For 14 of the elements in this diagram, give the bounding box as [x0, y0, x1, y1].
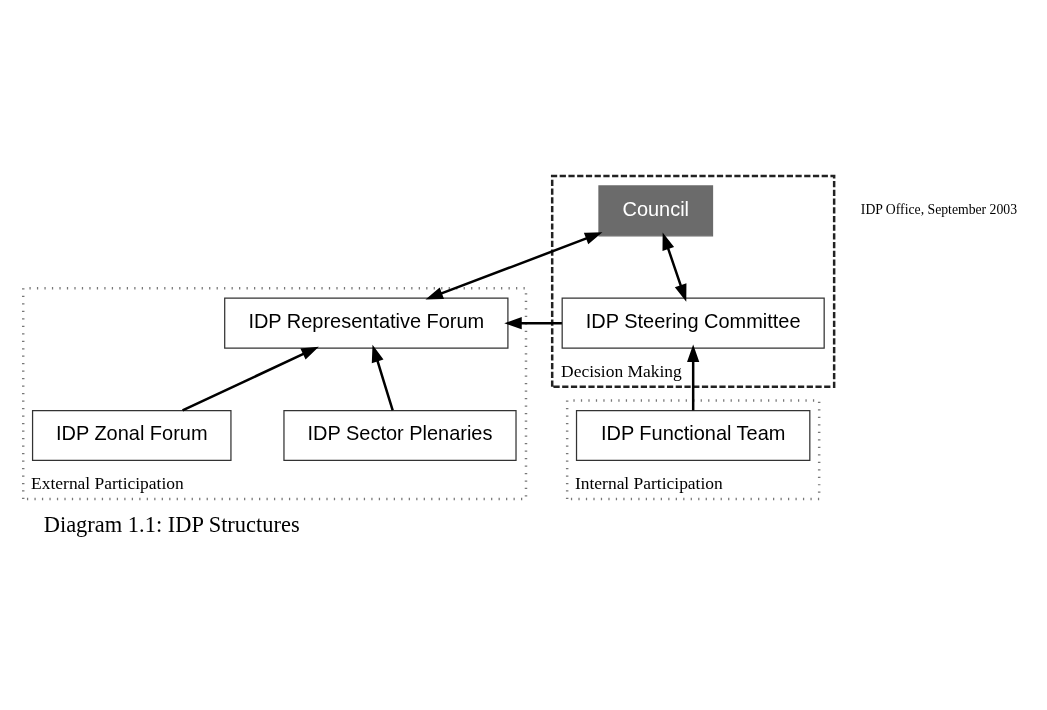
node-box: IDP Representative Forum [224, 297, 509, 349]
node-box: IDP Sector Plenaries [283, 409, 517, 462]
label: IDP Office, September 2003 [860, 202, 1018, 218]
node-box: Council [598, 185, 714, 237]
arrow [425, 232, 603, 300]
arrow [662, 232, 687, 302]
arrow [504, 317, 562, 330]
node-box: IDP Steering Committee [561, 297, 825, 349]
node-box: IDP Functional Team [575, 409, 811, 462]
arrow [182, 346, 319, 412]
arrow [687, 344, 700, 411]
caption: Diagram 1.1: IDP Structures [43, 512, 300, 538]
arrow [371, 344, 394, 411]
node-box: IDP Zonal Forum [31, 409, 232, 462]
